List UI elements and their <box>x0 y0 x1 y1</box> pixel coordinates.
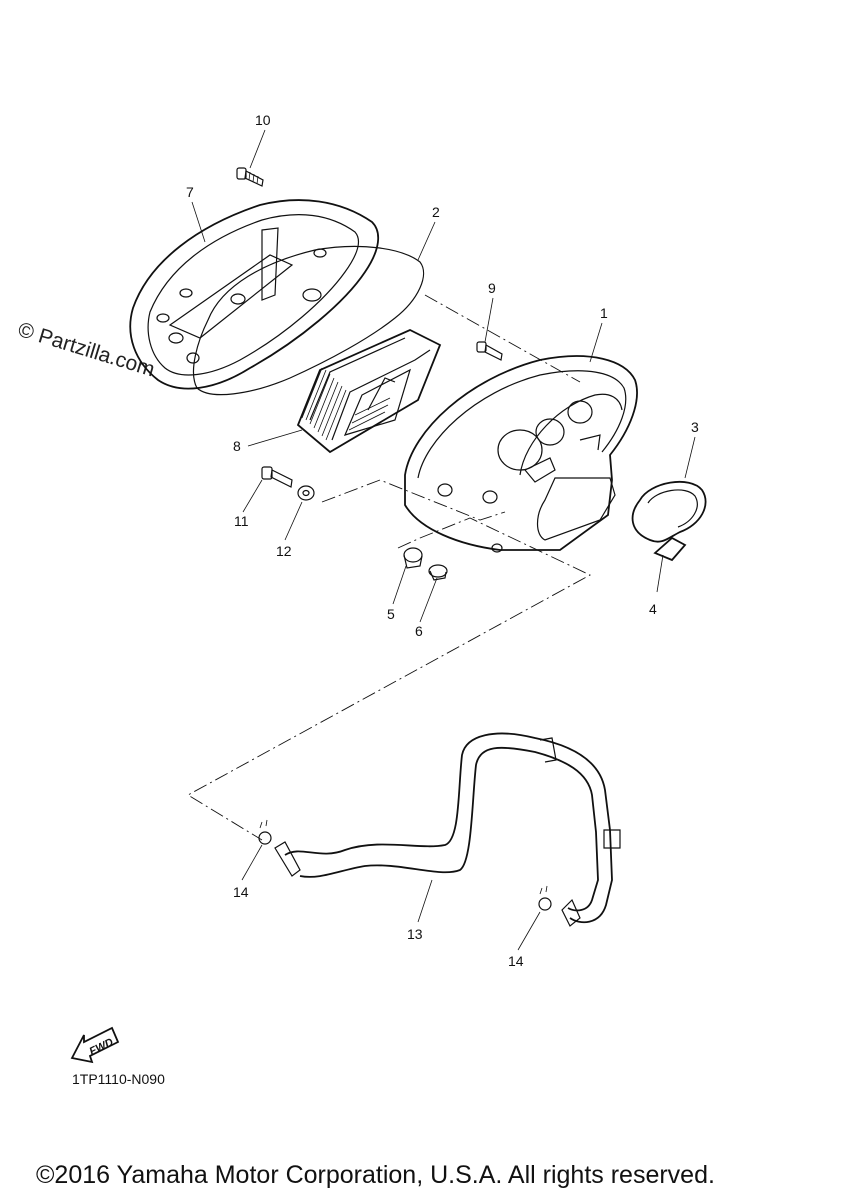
part-4-seal <box>653 536 687 562</box>
callout-14-upper: 14 <box>233 884 249 900</box>
callout-6: 6 <box>415 623 423 639</box>
callout-9: 9 <box>488 280 496 296</box>
part-8-filter-element <box>296 329 442 454</box>
reference-line-upper <box>424 294 581 383</box>
copyright-notice: ©2016 Yamaha Motor Corporation, U.S.A. A… <box>36 1161 715 1189</box>
reference-line-mid <box>321 479 506 521</box>
fwd-arrow-icon: FWD <box>70 1026 120 1064</box>
part-14-clip-lower <box>538 885 552 911</box>
part-7-case-cover <box>129 199 380 390</box>
leader-lines <box>191 129 696 951</box>
callout-13: 13 <box>407 926 423 942</box>
part-12-washer <box>297 485 315 501</box>
callout-10: 10 <box>255 112 271 128</box>
part-10-screw <box>236 167 264 187</box>
part-6-collar <box>428 564 448 581</box>
callout-12: 12 <box>276 543 292 559</box>
svg-text:FWD: FWD <box>88 1036 116 1058</box>
diagram-code: 1TP1110-N090 <box>72 1071 165 1087</box>
part-3-gasket <box>631 481 707 543</box>
callout-8: 8 <box>233 438 241 454</box>
part-11-bolt <box>261 466 293 488</box>
callout-7: 7 <box>186 184 194 200</box>
reference-line-lower <box>187 517 591 841</box>
callout-1: 1 <box>600 305 608 321</box>
callout-4: 4 <box>649 601 657 617</box>
part-2-gasket <box>193 245 425 396</box>
part-9-screw <box>476 341 503 361</box>
callout-3: 3 <box>691 419 699 435</box>
part-1-filter-case <box>404 355 638 553</box>
callout-11: 11 <box>234 513 249 529</box>
callout-14-lower: 14 <box>508 953 524 969</box>
part-13-breather-hose <box>274 732 621 927</box>
callout-2: 2 <box>432 204 440 220</box>
part-5-grommet <box>403 547 423 569</box>
part-14-clip-upper <box>258 819 272 845</box>
callout-5: 5 <box>387 606 395 622</box>
